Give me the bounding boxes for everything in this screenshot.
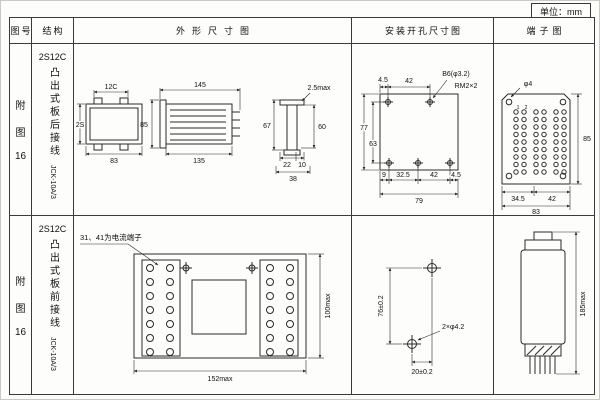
dim-terminal-b1: 34.5 xyxy=(511,196,525,203)
dim-front-width: 83 xyxy=(110,158,118,165)
terminal-grid-left xyxy=(513,109,527,175)
row2-mounting-diagram: 76±0.2 2×φ4.2 20±0.2 xyxy=(378,259,464,376)
row1-structure: 2S12C 凸出式板后接线 JCK-10A/3 xyxy=(32,44,74,216)
terminal-board-outline xyxy=(501,93,571,185)
note-current-terminals: 31、41为电流端子 xyxy=(80,232,142,242)
header-terminal-label: 端子图 xyxy=(526,26,566,36)
label-terminal-col2: 2 xyxy=(525,105,528,111)
header-terminal: 端子图 xyxy=(494,18,594,44)
dim-mount-top-span: 42 xyxy=(405,78,413,85)
dim-mount-b2: 32.5 xyxy=(396,172,410,179)
dim-terminal-height: 85 xyxy=(583,136,591,143)
row1-type-code: JCK-10A/3 xyxy=(49,165,56,199)
relay-front-view xyxy=(85,97,143,151)
mounting-cutout-outline xyxy=(379,93,459,171)
dim-edge-thickness: 2.5max xyxy=(308,85,331,92)
dim-mount-b4: 4.5 xyxy=(451,172,461,179)
dim-edge-w3: 38 xyxy=(289,176,297,183)
header-outline: 外形尺寸图 xyxy=(74,18,352,44)
row2-outline-diagram: 31、41为电流端子 100max 152max xyxy=(80,232,332,383)
row2-terminal-diagram: 185max xyxy=(520,231,587,375)
dim-mount-left-outer: 77 xyxy=(360,125,368,132)
dim-terminal-b2: 42 xyxy=(548,196,556,203)
header-outline-label: 外形尺寸图 xyxy=(175,26,256,36)
relay-profile-view xyxy=(520,231,566,374)
dim-hole-hspan: 20±0.2 xyxy=(411,369,432,376)
row1-fig-num: 16 xyxy=(14,151,27,162)
row1-terminal-cell: φ4 1 2 85 34.5 42 83 xyxy=(494,44,594,216)
dim-mount-top-left: 4.5 xyxy=(378,77,388,84)
row2-mounting-cell: 76±0.2 2×φ4.2 20±0.2 xyxy=(352,216,494,394)
row1-outline-cell: 12C 2S 83 145 85 135 2.5max 67 60 22 10 … xyxy=(74,44,352,216)
mounting-holes xyxy=(403,259,441,353)
dim-edge-w2: 10 xyxy=(298,162,306,169)
row2-fig-char1: 附 xyxy=(15,276,26,288)
dim-front-left: 2S xyxy=(76,122,85,129)
label-screw-spec: RM2×2 xyxy=(455,83,478,90)
dim-edge-h2: 60 xyxy=(318,124,326,131)
label-hole-spec: B6(φ3.2) xyxy=(442,71,470,78)
row2-fig-num: 16 xyxy=(14,326,27,338)
row1-mounting-diagram: 4.5 42 B6(φ3.2) RM2×2 77 63 9 32.5 42 4.… xyxy=(359,71,478,205)
header-fig-no-label: 图号 xyxy=(10,26,32,36)
relay-edge-view xyxy=(279,99,305,156)
dim-mount-left-inner: 63 xyxy=(369,141,377,148)
dim-profile-height: 185max xyxy=(580,291,587,316)
row1-fig-char1: 附 xyxy=(15,101,26,112)
dim-side-total: 145 xyxy=(194,82,206,89)
row1-model: 2S12C xyxy=(38,52,67,62)
dim-edge-w1: 22 xyxy=(283,162,291,169)
dim-board-height: 100max xyxy=(325,293,332,318)
row1-mounting-dimension-lines xyxy=(361,79,459,198)
row2-fig-no: 附 图 16 xyxy=(10,216,32,394)
row2-type-code: JCK-10A/3 xyxy=(49,337,56,371)
row2-fig-char2: 图 xyxy=(15,303,26,315)
label-terminal-hole: φ4 xyxy=(524,81,533,88)
dim-hole-vspan: 76±0.2 xyxy=(378,295,385,316)
row2-mounting-dimension-lines xyxy=(386,267,441,366)
terminal-grid-middle xyxy=(533,109,547,175)
row1-structure-text: 凸出式板后接线 xyxy=(47,67,59,158)
relay-side-view xyxy=(159,99,240,149)
header-structure-label: 结构 xyxy=(42,26,65,36)
dim-board-width: 152max xyxy=(208,376,233,383)
row1-outline-dimension-lines xyxy=(77,88,316,174)
row2-terminal-dimension-lines xyxy=(553,231,580,375)
header-mounting-label: 安装开孔尺寸图 xyxy=(384,26,462,36)
row1-terminal-diagram: φ4 1 2 85 34.5 42 83 xyxy=(501,81,591,216)
dim-mount-b1: 9 xyxy=(382,172,386,179)
row2-terminal-cell: 185max xyxy=(494,216,594,394)
dim-mount-total: 79 xyxy=(415,198,423,205)
dim-side-height: 85 xyxy=(140,122,148,129)
row2-outline-dimension-lines xyxy=(80,243,324,374)
spec-table: 图号 结构 外形尺寸图 安装开孔尺寸图 端子图 附 图 16 2S12C 凸出式… xyxy=(9,17,595,395)
dim-side-body: 135 xyxy=(193,158,205,165)
label-hole-diameter: 2×φ4.2 xyxy=(442,324,464,331)
terminal-grid-right xyxy=(553,109,567,175)
terminal-strip-right xyxy=(266,264,294,356)
row1-outline-diagram: 12C 2S 83 145 85 135 2.5max 67 60 22 10 … xyxy=(74,82,331,183)
dim-mount-b3: 42 xyxy=(430,172,438,179)
row1-terminal-dimension-lines xyxy=(501,87,582,210)
header-mounting: 安装开孔尺寸图 xyxy=(352,18,494,44)
terminal-strip-left xyxy=(146,264,174,356)
dim-terminal-total: 83 xyxy=(532,209,540,216)
front-wiring-board xyxy=(133,253,307,359)
row1-mounting-cell: 4.5 42 B6(φ3.2) RM2×2 77 63 9 32.5 42 4.… xyxy=(352,44,494,216)
row2-outline-cell: 31、41为电流端子 100max 152max xyxy=(74,216,352,394)
dim-edge-h1: 67 xyxy=(263,123,271,130)
label-terminal-col1: 1 xyxy=(517,105,520,111)
row2-structure-text: 凸出式板前接线 xyxy=(47,239,59,330)
row2-structure: 2S12C 凸出式板前接线 JCK-10A/3 xyxy=(32,216,74,394)
row2-model: 2S12C xyxy=(38,224,67,234)
row1-fig-no: 附 图 16 xyxy=(10,44,32,216)
row1-fig-char2: 图 xyxy=(15,128,26,139)
dim-front-top: 12C xyxy=(105,84,118,91)
header-fig-no: 图号 xyxy=(10,18,32,44)
header-structure: 结构 xyxy=(32,18,74,44)
